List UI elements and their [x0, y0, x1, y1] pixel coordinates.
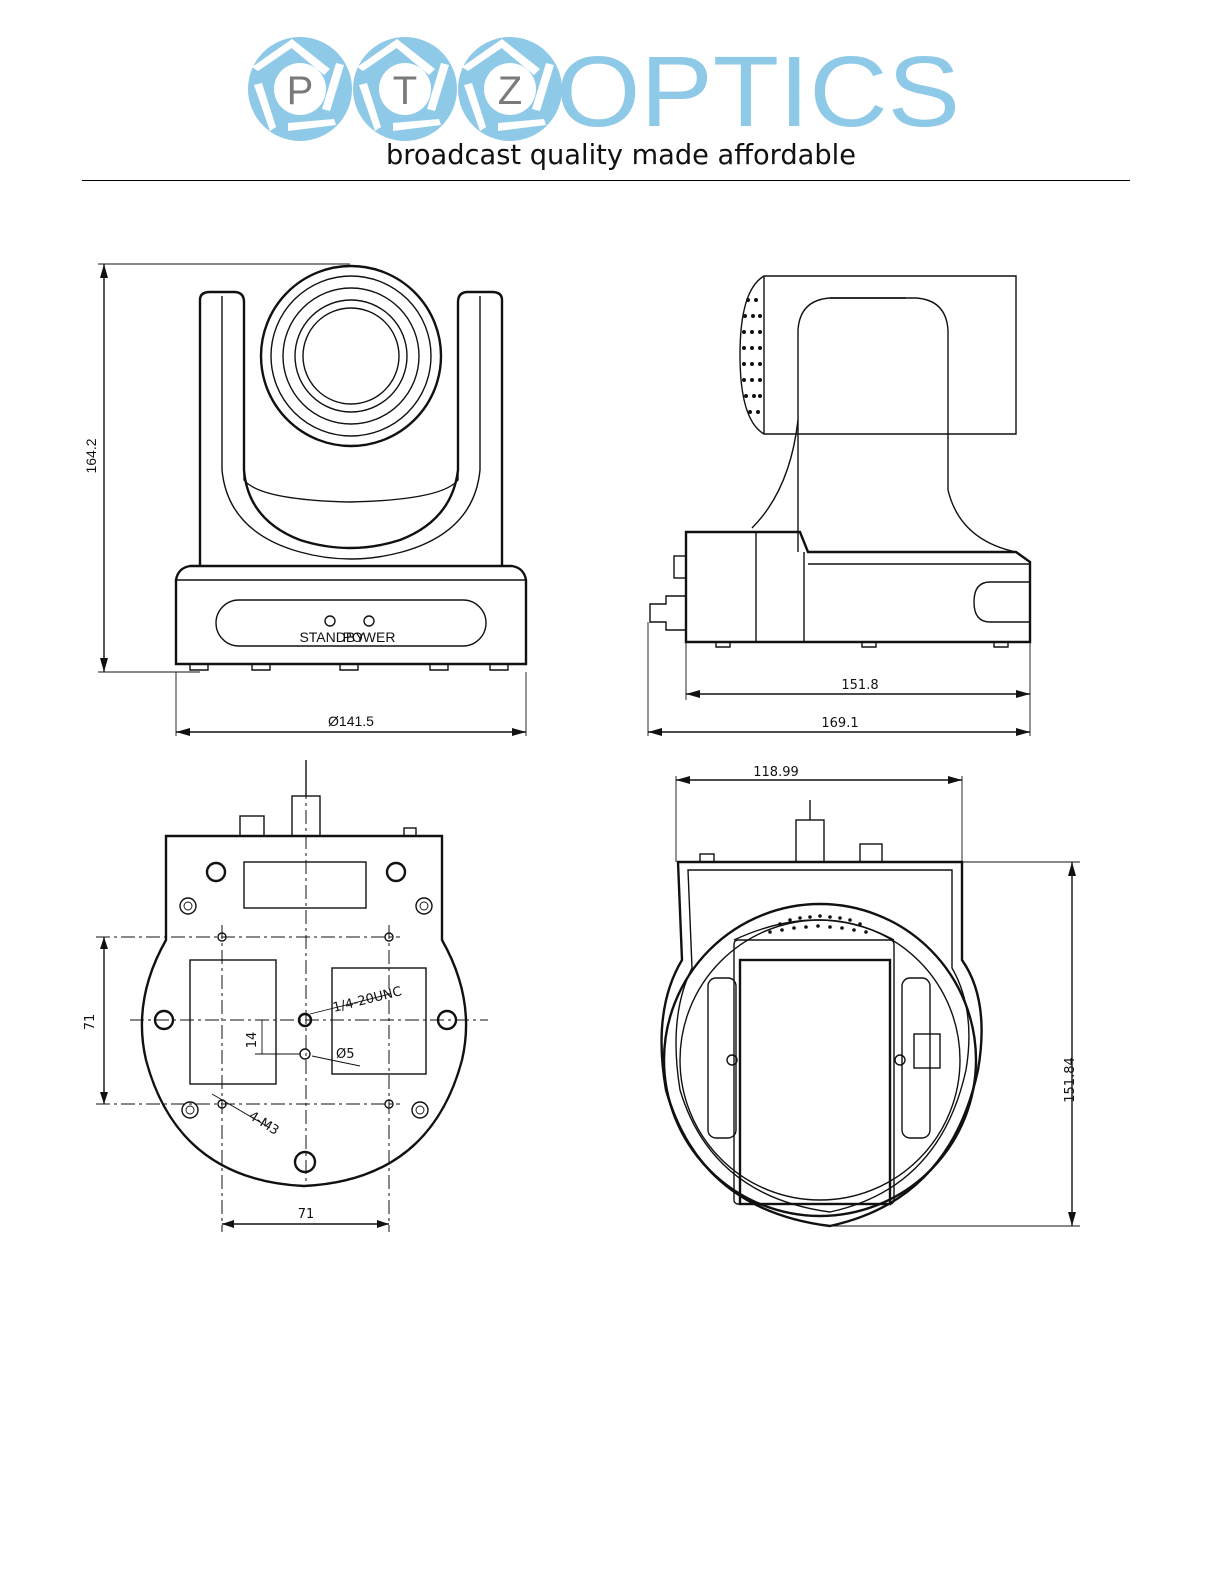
bottom-view-drawing [96, 760, 488, 1232]
top-depth-dimension: 151.84 [1063, 1057, 1078, 1103]
front-height-dimension: 164.2 [83, 438, 99, 473]
thread-label: 1/4-20UNC [331, 984, 403, 1016]
power-label: POWER [343, 629, 396, 645]
side-view-drawing [648, 276, 1030, 736]
side-base-dimension: 151.8 [841, 678, 878, 693]
front-width-dimension: Ø141.5 [328, 713, 374, 729]
hole-label: Ø5 [336, 1047, 355, 1062]
bottom-offset-dimension: 14 [245, 1032, 260, 1049]
top-width-dimension: 118.99 [753, 765, 799, 780]
bottom-vertical-dimension: 71 [83, 1014, 98, 1031]
screw-label: 4-M3 [246, 1109, 281, 1139]
top-view-drawing [662, 776, 1080, 1226]
front-view-drawing: STANDBY POWER [98, 264, 526, 736]
bottom-horizontal-dimension: 71 [298, 1207, 315, 1222]
side-overall-dimension: 169.1 [821, 716, 858, 731]
